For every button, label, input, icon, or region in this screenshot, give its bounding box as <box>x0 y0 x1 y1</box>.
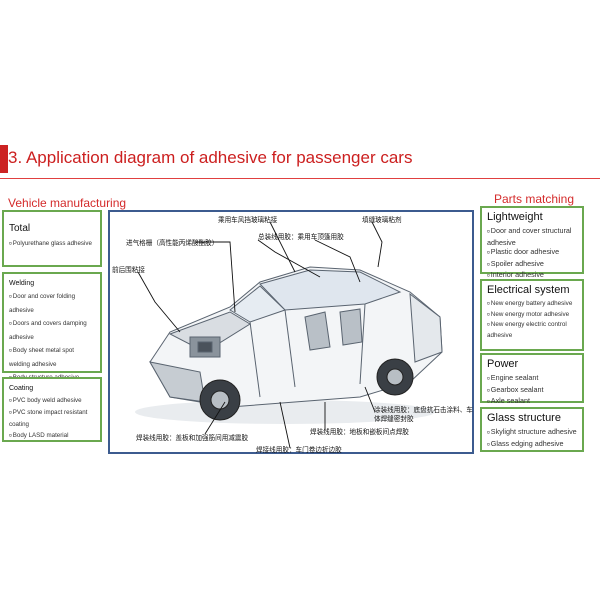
bullet-icon: ¤ <box>487 441 490 448</box>
item-text: New energy electric control adhesive <box>487 321 567 339</box>
list-item: ¤Body sheet metal spot welding adhesive <box>9 344 96 371</box>
item-text: Doors and covers damping adhesive <box>9 320 87 341</box>
box-lightweight: Lightweight ¤Door and cover structural a… <box>480 206 584 279</box>
list-item: ¤PVC stone impact resistant coating <box>9 407 96 430</box>
bullet-icon: ¤ <box>9 294 12 300</box>
box-glass-structure: Glass structure ¤Skylight structure adhe… <box>480 407 584 452</box>
item-text: Interior adhesive <box>490 270 544 279</box>
list-item: ¤New energy motor adhesive <box>487 310 578 321</box>
list-item: ¤Doors and covers damping adhesive <box>9 317 96 344</box>
bullet-icon: ¤ <box>487 250 490 256</box>
item-text: Axle sealant <box>490 396 530 405</box>
callout-door-hem: 焊接线用胶：车门卷边折边胶 <box>256 446 342 454</box>
box-title: Power <box>487 358 519 370</box>
item-text: Spoiler adhesive <box>490 258 544 268</box>
car-diagram-panel: 乘用车风挡玻璃粘接 填缝玻璃粘剂 进气格栅（高性能丙烯酸酯胶） 总装线用胶：乘用… <box>108 210 474 454</box>
bullet-icon: ¤ <box>487 261 490 268</box>
box-power: Power ¤Engine sealant ¤Gearbox sealant ¤… <box>480 353 584 405</box>
list-item: ¤Plastic door adhesive <box>487 247 578 259</box>
bullet-icon: ¤ <box>9 398 12 404</box>
callout-grille: 进气格栅（高性能丙烯酸酯胶） <box>126 239 219 247</box>
box-title: Glass structure <box>487 412 561 424</box>
list-item: ¤New energy electric control adhesive <box>487 320 578 340</box>
box-title: Coating <box>9 385 34 392</box>
item-text: PVC body weld adhesive <box>12 397 82 404</box>
bullet-icon: ¤ <box>487 430 490 436</box>
bullet-icon: ¤ <box>9 241 12 247</box>
list-item: ¤Axle sealant <box>487 396 578 408</box>
box-coating: Coating ¤PVC body weld adhesive ¤PVC sto… <box>2 377 102 442</box>
title-accent-bar <box>0 145 8 173</box>
box-title: Total <box>9 223 31 234</box>
list-item: ¤Door and cover folding adhesive <box>9 290 96 317</box>
page-title: 3. Application diagram of adhesive for p… <box>8 148 413 167</box>
bullet-icon: ¤ <box>487 229 490 235</box>
list-item: ¤New energy battery adhesive <box>487 299 578 310</box>
wheels <box>199 358 414 421</box>
box-title: Welding <box>9 280 35 287</box>
box-electrical-system: Electrical system ¤New energy battery ad… <box>480 279 584 351</box>
box-total: Total ¤Polyurethane glass adhesive <box>2 210 102 267</box>
callout-front-rear: 前后围粘接 <box>112 266 145 274</box>
bullet-icon: ¤ <box>487 322 490 328</box>
callout-assembly-roof: 总装线用胶：乘用车顶篷用胶 <box>258 233 344 241</box>
item-text: PVC stone impact resistant coating <box>9 409 88 428</box>
item-text: Body LASD material <box>12 432 69 439</box>
callout-coating-chassis: 涂装线用胶：底盘抗石击涂料、车体焊缝密封胶 <box>374 406 473 423</box>
item-text: Polyurethane glass adhesive <box>12 240 92 247</box>
bullet-icon: ¤ <box>487 311 490 318</box>
list-item: ¤Body LASD material <box>9 430 96 442</box>
bullet-icon: ¤ <box>9 433 12 439</box>
item-text: Body sheet metal spot welding adhesive <box>9 347 75 368</box>
box-title: Electrical system <box>487 284 570 296</box>
callout-welding-damping: 焊装线用胶：盖板和加强筋间用减震胶 <box>136 434 249 442</box>
bullet-icon: ¤ <box>487 273 490 279</box>
left-section-heading: Vehicle manufacturing <box>8 196 127 210</box>
item-text: Door and cover folding adhesive <box>9 293 76 314</box>
item-text: Gearbox sealant <box>490 384 544 394</box>
item-text: Door and cover structural adhesive <box>487 226 572 247</box>
item-text: Glass edging adhesive <box>490 438 564 448</box>
list-item: ¤Spoiler adhesive <box>487 259 578 271</box>
box-title: Lightweight <box>487 211 543 223</box>
list-item: ¤Engine sealant <box>487 373 578 385</box>
title-divider <box>0 178 600 179</box>
bullet-icon: ¤ <box>487 301 490 307</box>
item-text: New energy battery adhesive <box>490 300 573 307</box>
item-text: Engine sealant <box>490 373 539 382</box>
bullet-icon: ¤ <box>487 387 490 394</box>
list-item: ¤Glass edging adhesive <box>487 439 578 451</box>
bullet-icon: ¤ <box>9 348 12 354</box>
car-body <box>135 266 443 424</box>
item-text: Skylight structure adhesive <box>490 427 577 436</box>
car-illustration <box>135 221 443 449</box>
item-text: Plastic door adhesive <box>490 247 560 256</box>
list-item: ¤Polyurethane glass adhesive <box>9 237 99 251</box>
callout-windshield: 乘用车风挡玻璃粘接 <box>218 216 278 224</box>
item-text: New energy motor adhesive <box>490 310 570 318</box>
list-item: ¤PVC body weld adhesive <box>9 395 96 407</box>
bullet-icon: ¤ <box>9 321 12 327</box>
bullet-icon: ¤ <box>487 376 490 382</box>
callout-lines <box>137 221 383 449</box>
list-item: ¤Door and cover structural adhesive <box>487 226 578 247</box>
callout-seam-glass: 填缝玻璃粘剂 <box>362 216 402 224</box>
bullet-icon: ¤ <box>9 410 12 416</box>
list-item: ¤Skylight structure adhesive <box>487 427 578 439</box>
list-item: ¤Gearbox sealant <box>487 385 578 397</box>
list-item: ¤Interior adhesive <box>487 270 578 282</box>
bullet-icon: ¤ <box>487 399 490 405</box>
box-welding: Welding ¤Door and cover folding adhesive… <box>2 272 102 381</box>
right-section-heading: Parts matching <box>494 192 575 206</box>
callout-welding-floor: 焊装线用胶：地板和嵌板间点焊胶 <box>310 428 409 436</box>
